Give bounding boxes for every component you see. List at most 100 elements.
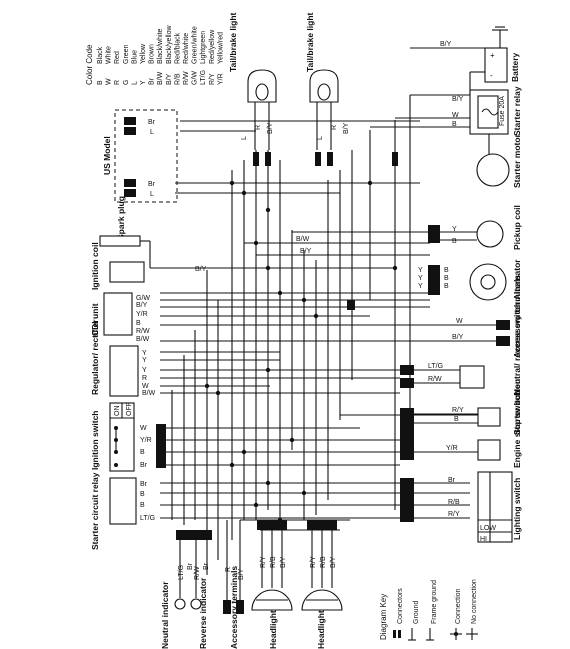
starter-motor-icon	[476, 153, 510, 187]
regulator-wire-label: W	[142, 383, 149, 390]
engine-stop-icon	[477, 439, 501, 461]
color-code-entry: Red/white	[183, 33, 190, 64]
color-code-title: Color Code	[85, 44, 94, 85]
indicator-wire-label: Br	[203, 562, 210, 570]
svg-text:B: B	[452, 121, 457, 128]
svg-text:Y/R: Y/R	[446, 445, 458, 452]
color-code-entry: Black/white	[157, 28, 164, 64]
relay-wire-label: B	[140, 491, 145, 498]
battery-icon	[484, 47, 508, 83]
color-code-entry: Red/black	[174, 32, 181, 64]
color-code-entry: Y/R	[217, 73, 224, 85]
svg-text:B/Y: B/Y	[452, 96, 464, 103]
svg-text:Y: Y	[452, 226, 457, 233]
relay-wire-label: LT/G	[140, 515, 155, 522]
svg-text:W: W	[456, 318, 463, 325]
headlight-wire-label: R/B	[270, 556, 277, 568]
lighting-wire-label: R/B	[448, 499, 460, 506]
color-code-entry: Green	[123, 44, 130, 64]
pickup-coil-icon	[476, 220, 504, 248]
color-code-entry: LT/G	[200, 70, 207, 85]
svg-text:LT/G: LT/G	[428, 363, 443, 370]
svg-text:ON: ON	[114, 406, 121, 417]
svg-text:B/W: B/W	[296, 236, 310, 243]
color-code-entry: G	[123, 80, 130, 85]
color-code-entry: R	[114, 80, 121, 85]
cdi-wire-label: B/W	[136, 336, 150, 343]
svg-text:L: L	[150, 191, 154, 198]
cdi-wire-label: G/W	[136, 295, 150, 302]
svg-text:B: B	[454, 416, 459, 423]
color-code-entry: R/W	[183, 71, 190, 85]
svg-text:B/Y: B/Y	[343, 122, 350, 134]
svg-text:+: +	[490, 51, 495, 60]
svg-text:W: W	[452, 112, 459, 119]
regulator-wire-label: Y	[142, 350, 147, 357]
lighting-wire-label: R/Y	[448, 511, 460, 518]
color-code-entry: B	[97, 80, 104, 85]
engine-stop-switch-label: Engine stop switch	[512, 391, 522, 468]
color-code-entry: Green/white	[192, 26, 199, 64]
color-code-entry: Black/yellow	[166, 25, 173, 64]
ignition-wire-label: B	[140, 449, 145, 456]
tail-brake-light-2-label: Tail/brake light	[305, 12, 315, 72]
diagram-key-item: Connection	[455, 588, 462, 624]
svg-text:B/Y: B/Y	[440, 41, 452, 48]
lighting-switch-label: Lighting switch	[512, 478, 522, 540]
alternator-wire-label: Y	[418, 275, 423, 282]
svg-text:-: -	[490, 71, 493, 80]
diagram-key-title: Diagram Key	[379, 594, 388, 640]
accessory-wire-label: B/Y	[238, 568, 245, 580]
svg-text:L: L	[317, 136, 324, 140]
spark-plug-label: Spark plug	[116, 196, 126, 240]
wire-harness	[150, 94, 500, 600]
color-code-entry: B/Y	[166, 73, 173, 85]
accessory-terminals-right-label: Accessory terminals	[512, 275, 522, 358]
diagram-key-item: Frame ground	[431, 580, 438, 624]
starter-motor-label: Starter motor	[512, 133, 522, 188]
neutral-reverse-switch: LT/G R/W Neutral/ reverse switch	[400, 302, 522, 395]
fuse-label: Fuse 20A	[499, 96, 506, 126]
svg-text:L: L	[150, 129, 154, 136]
starter-relay: Fuse 20A Starter relay B/Y W B	[452, 86, 522, 136]
color-code-entry: G/W	[192, 71, 199, 85]
lighting-switch-icon	[477, 471, 513, 543]
us-model-label: US Model	[102, 136, 112, 175]
svg-text:L: L	[241, 136, 248, 140]
headlight-wire-label: B/Y	[330, 556, 337, 568]
accessory-wire-label: R	[225, 567, 232, 572]
svg-text:B: B	[452, 238, 457, 245]
lighting-switch: LOW HI BrR/BR/Y Lighting switch	[400, 471, 522, 543]
starter-button-label: Starter button	[512, 379, 522, 435]
us-model-block: US Model Br L Br L	[102, 109, 178, 203]
cdi-wire-label: B	[136, 320, 141, 327]
svg-text:HI: HI	[480, 536, 487, 543]
color-code-entry: Br	[149, 77, 156, 85]
headlight-2-label: Headlight	[316, 610, 326, 649]
regulator-wire-label: Y	[142, 367, 147, 374]
ignition-coil: Ignition coil B/Y	[90, 242, 207, 290]
regulator-wire-label: R	[142, 375, 147, 382]
color-code-entry: Red	[114, 51, 121, 64]
svg-text:B/Y: B/Y	[300, 248, 312, 255]
tail-brake-light-2: Tail/brake light L R B/Y	[305, 12, 350, 150]
indicator-wire-label: R/W	[194, 566, 201, 580]
cdi-wire-label: R/W	[136, 328, 150, 335]
svg-text:OFF: OFF	[126, 402, 133, 416]
headlight-wire-label: R/Y	[310, 556, 317, 568]
color-code-entry: R/B	[174, 73, 181, 85]
reverse-indicator-label: Reverse indicator	[198, 577, 208, 649]
color-code-entry: White	[106, 46, 113, 64]
tail-brake-light-1-label: Tail/brake light	[228, 12, 238, 72]
svg-text:R: R	[331, 125, 338, 130]
color-code-entry: Lightgreen	[200, 31, 207, 64]
accessory-terminals-right: W B/Y Accessory terminals	[452, 275, 522, 358]
color-code-entry: Brown	[149, 44, 156, 64]
indicator-wire-label: LT/G	[178, 565, 185, 580]
headlight-wire-label: B/Y	[280, 556, 287, 568]
headlight-wire-label: R/Y	[260, 556, 267, 568]
pickup-coil-label: Pickup coil	[512, 205, 522, 250]
